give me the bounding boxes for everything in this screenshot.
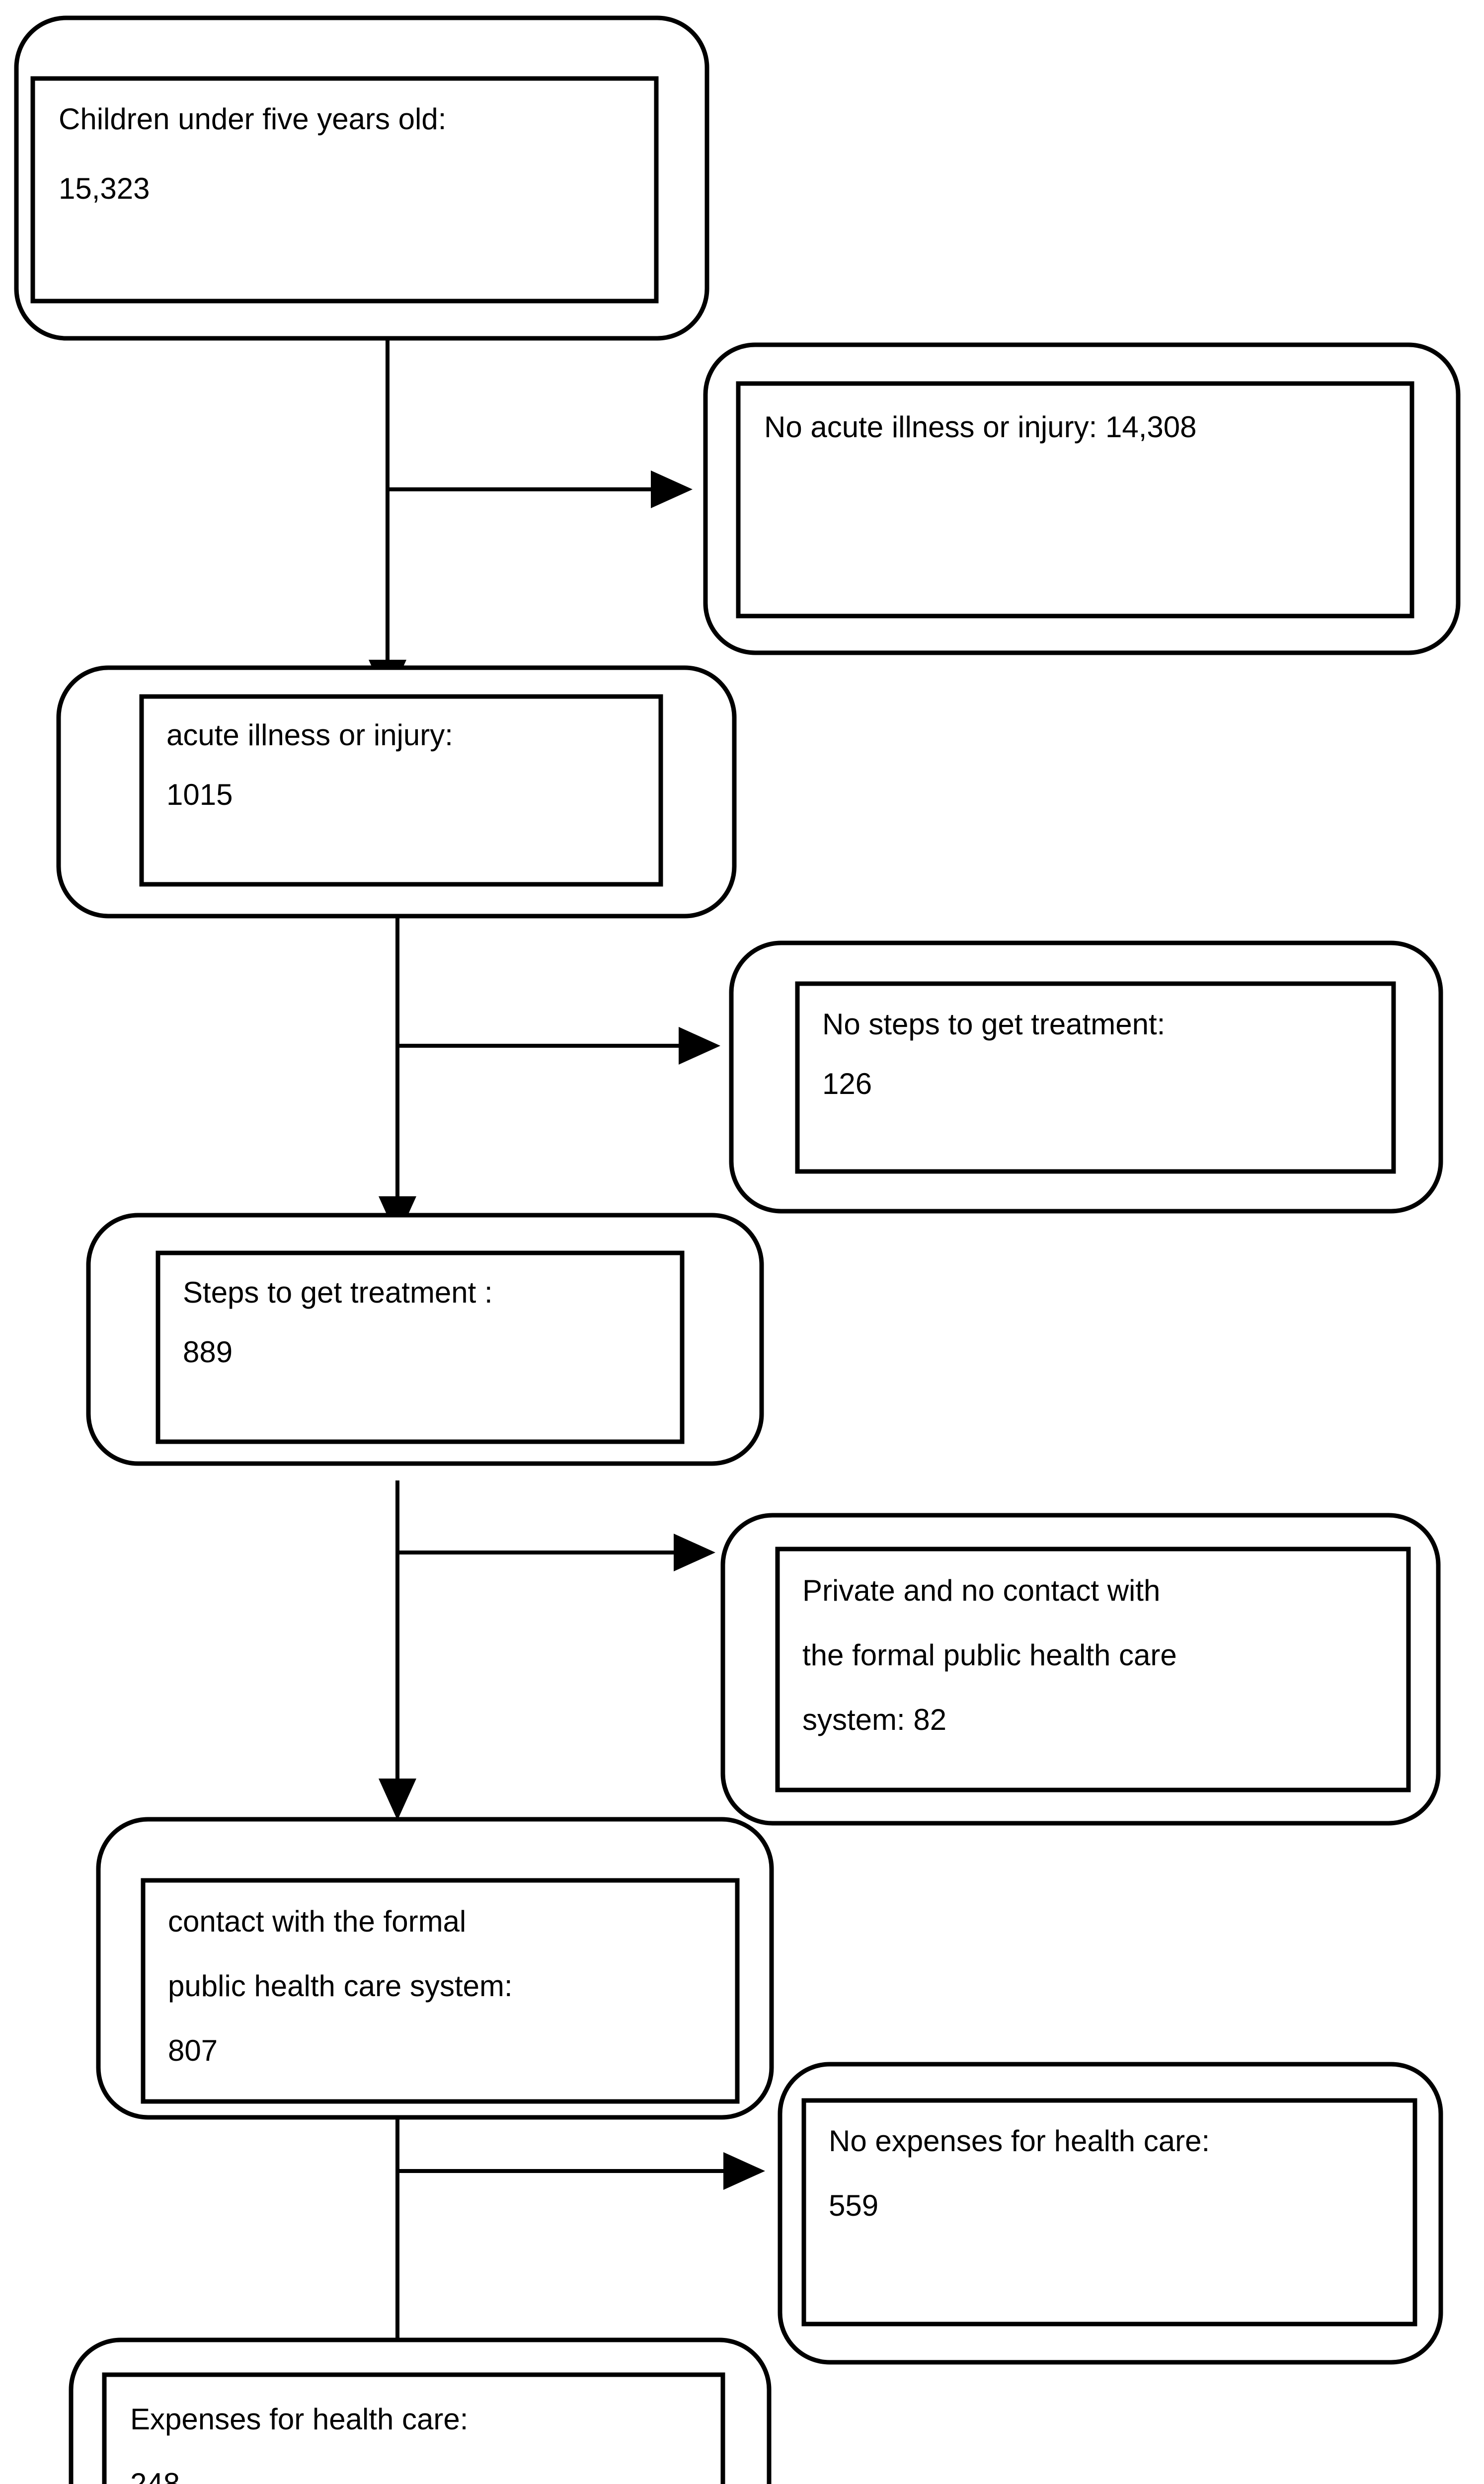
edge-n5-to-n7 — [379, 1480, 416, 1820]
node-private-no-contact[interactable]: Private and no contact with the formal p… — [720, 1513, 1441, 1826]
node-private-no-contact-outer-shape — [720, 1513, 1441, 1826]
node-acute-illness[interactable]: acute illness or injury: 1015 — [56, 665, 737, 919]
node-no-expenses-outer-shape — [778, 2062, 1443, 2365]
node-no-acute-illness-line-1: No acute illness or injury: 14,308 — [764, 410, 1196, 444]
edge-n5-to-n6-arrowhead — [674, 1534, 715, 1571]
node-children-under-five-line-2: 15,323 — [59, 172, 150, 205]
node-no-expenses-inner-shape — [801, 2098, 1417, 2327]
node-expenses-inner-shape — [102, 2372, 725, 2484]
node-no-steps-to-get-treatment-outer-shape — [729, 940, 1443, 1214]
node-no-steps-to-get-treatment-line-1: No steps to get treatment: — [822, 1008, 1165, 1041]
node-acute-illness-inner-shape — [139, 694, 663, 887]
node-no-expenses-line-1: No expenses for health care: — [829, 2124, 1210, 2158]
node-contact-formal-system-inner-shape — [141, 1878, 740, 2104]
edge-n5-to-n6 — [397, 1534, 715, 1571]
node-no-acute-illness-outer-shape — [703, 342, 1461, 655]
node-expenses-line-2: 248 — [130, 2467, 180, 2484]
node-private-no-contact-line-1: Private and no contact with — [802, 1574, 1160, 1607]
node-contact-formal-system-outer-shape — [96, 1817, 774, 2120]
edge-n7-to-n8 — [397, 2152, 765, 2190]
node-acute-illness-line-1: acute illness or injury: — [166, 718, 453, 752]
node-acute-illness-line-2: 1015 — [166, 778, 233, 811]
node-no-acute-illness-inner-shape — [736, 381, 1414, 619]
node-no-expenses-line-2: 559 — [829, 2189, 878, 2222]
edge-n7-to-n8-arrowhead — [723, 2152, 765, 2190]
edge-n1-to-n2-arrowhead — [651, 470, 693, 508]
edge-n1-to-n2 — [388, 470, 693, 508]
node-steps-to-get-treatment[interactable]: Steps to get treatment : 889 — [86, 1213, 764, 1466]
node-children-under-five-line-1: Children under five years old: — [59, 102, 446, 136]
node-children-under-five-outer-shape — [14, 15, 709, 341]
node-contact-formal-system-line-3: 807 — [168, 2034, 218, 2067]
node-private-no-contact-line-3: system: 82 — [802, 1703, 946, 1736]
node-expenses-line-1: Expenses for health care: — [130, 2403, 468, 2436]
edge-n5-to-n7-arrowhead — [379, 1779, 416, 1820]
node-children-under-five[interactable]: Children under five years old: 15,323 — [14, 15, 709, 341]
node-expenses[interactable]: Expenses for health care: 248 — [69, 2337, 772, 2484]
node-contact-formal-system-line-1: contact with the formal — [168, 1905, 466, 1938]
node-contact-formal-system[interactable]: contact with the formal public health ca… — [96, 1817, 774, 2120]
node-private-no-contact-inner-shape — [775, 1547, 1411, 1792]
node-acute-illness-outer-shape — [56, 665, 737, 919]
node-children-under-five-inner-shape — [30, 76, 659, 304]
node-steps-to-get-treatment-outer-shape — [86, 1213, 764, 1466]
node-no-steps-to-get-treatment-line-2: 126 — [822, 1067, 872, 1100]
edge-n3-to-n5 — [379, 894, 416, 1238]
node-no-steps-to-get-treatment-inner-shape — [795, 981, 1396, 1174]
node-steps-to-get-treatment-inner-shape — [156, 1250, 685, 1444]
node-no-steps-to-get-treatment[interactable]: No steps to get treatment: 126 — [729, 940, 1443, 1214]
node-no-acute-illness[interactable]: No acute illness or injury: 14,308 — [703, 342, 1461, 655]
node-steps-to-get-treatment-line-1: Steps to get treatment : — [183, 1276, 493, 1309]
node-steps-to-get-treatment-line-2: 889 — [183, 1335, 233, 1369]
node-contact-formal-system-line-2: public health care system: — [168, 1969, 513, 2003]
edge-n3-to-n4 — [397, 1027, 720, 1065]
edge-n3-to-n4-arrowhead — [679, 1027, 720, 1065]
node-no-expenses[interactable]: No expenses for health care: 559 — [778, 2062, 1443, 2365]
node-private-no-contact-line-2: the formal public health care — [802, 1638, 1177, 1672]
